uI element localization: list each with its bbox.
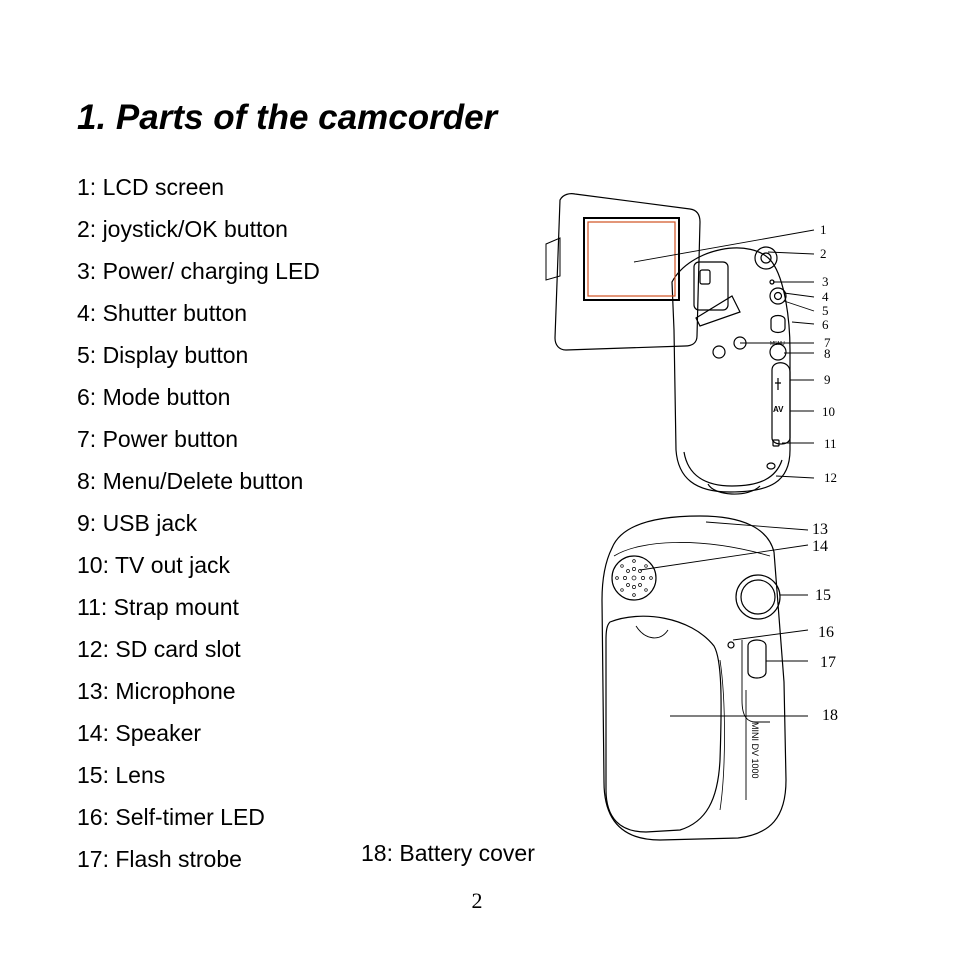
part-item: 16: Self-timer LED (77, 804, 265, 830)
callout-label: 6 (822, 317, 829, 332)
part-item: 3: Power/ charging LED (77, 258, 320, 284)
callout-label: 9 (824, 372, 831, 387)
part-item: 1: LCD screen (77, 174, 225, 200)
callout-label: 1 (820, 222, 827, 237)
part-item: 17: Flash strobe (77, 846, 242, 872)
callout-label: 11 (824, 436, 837, 451)
camcorder-front-view: MINI DV 1000 (601, 515, 787, 841)
callout-label: 16 (818, 624, 834, 641)
callout-numbers-rear: 1 2 3 4 5 6 7 8 9 10 11 12 (820, 222, 837, 485)
callout-label: 3 (822, 274, 829, 289)
callout-label: 10 (822, 404, 835, 419)
part-item: 15: Lens (77, 762, 166, 788)
callout-label: 18 (822, 707, 838, 724)
part-item: 5: Display button (77, 342, 249, 368)
part-item: 11: Strap mount (77, 594, 239, 620)
callout-label: 17 (820, 654, 836, 671)
callout-label: 2 (820, 246, 827, 261)
part-item: 6: Mode button (77, 384, 231, 410)
callout-numbers-front: 13 14 15 16 17 18 (812, 521, 838, 724)
callout-label: 7 (824, 335, 831, 350)
callout-label: 12 (824, 470, 837, 485)
model-marking: MINI DV 1000 (750, 722, 760, 779)
part-item: 12: SD card slot (77, 636, 241, 662)
callout-label: 4 (822, 289, 829, 304)
page-number: 2 (471, 888, 483, 913)
callout-label: 14 (812, 538, 828, 555)
callout-label: 13 (812, 521, 828, 538)
part-item: 8: Menu/Delete button (77, 468, 304, 494)
part-item-battery-cover: 18: Battery cover (361, 840, 535, 866)
parts-list: 1: LCD screen 2: joystick/OK button 3: P… (77, 166, 320, 880)
callout-label: 15 (815, 587, 831, 604)
part-item: 9: USB jack (77, 510, 198, 536)
leader-lines-rear (633, 229, 815, 479)
part-item: 10: TV out jack (77, 552, 230, 578)
leader-lines-front (639, 521, 809, 717)
camcorder-rear-view: MENU AV (545, 193, 791, 495)
callout-label: 8 (824, 346, 831, 361)
part-item: 13: Microphone (77, 678, 236, 704)
menu-marking: MENU (770, 341, 785, 347)
part-item: 2: joystick/OK button (77, 216, 288, 242)
callout-label: 5 (822, 303, 829, 318)
part-item: 14: Speaker (77, 720, 202, 746)
av-marking: AV (773, 405, 784, 414)
page-title: 1. Parts of the camcorder (77, 98, 498, 137)
part-item: 4: Shutter button (77, 300, 248, 326)
part-item: 7: Power button (77, 426, 239, 452)
